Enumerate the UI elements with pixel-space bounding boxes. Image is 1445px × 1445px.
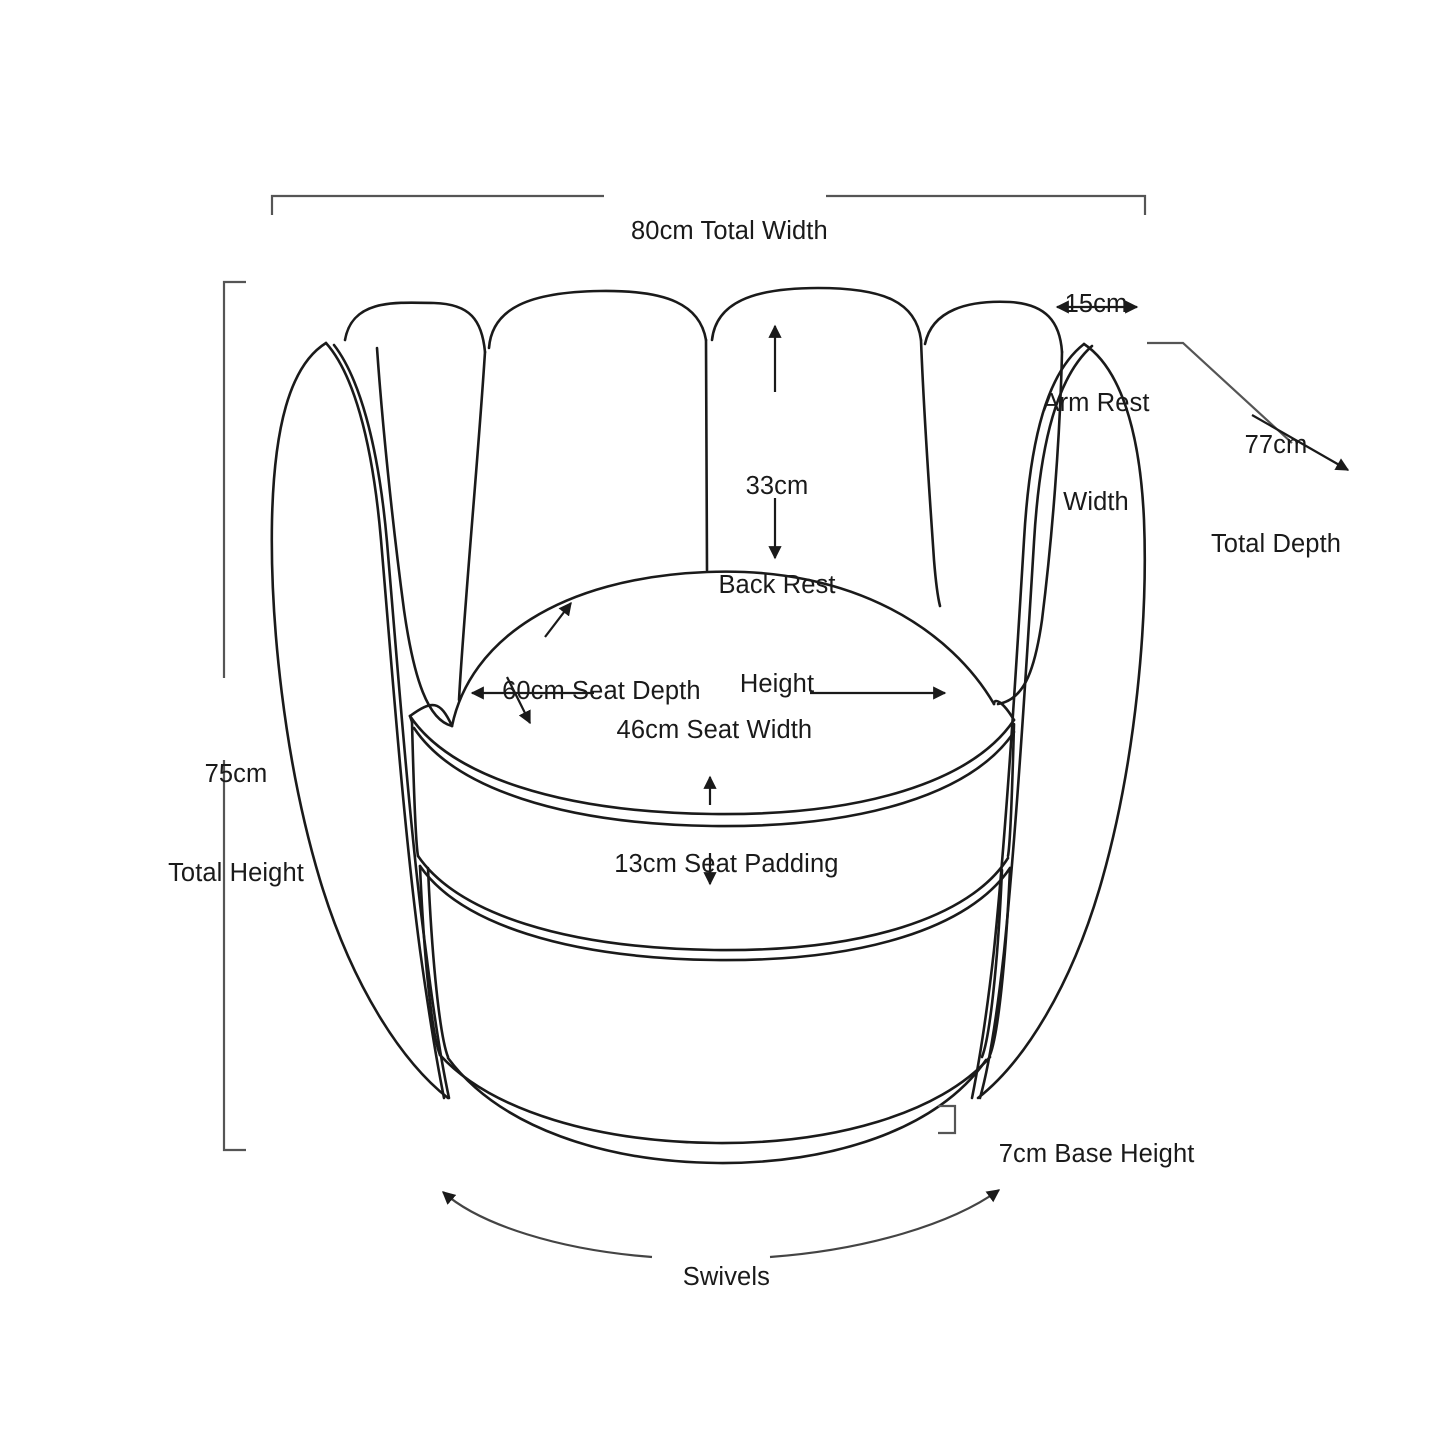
total-depth-leader (1147, 341, 1350, 471)
seat-padding-label: 13cm Seat Padding (614, 850, 839, 878)
seat-depth-arrows (506, 601, 572, 725)
back-rest-height-label: 33cm Back Rest Height (718, 472, 836, 698)
swivels-label: Swivels (682, 1263, 770, 1291)
base-height-bracket (938, 1104, 957, 1135)
total-depth-label: 77cm Total Depth (1210, 431, 1342, 558)
total-height-dimension-line (222, 280, 246, 1152)
swivels-arc-arrow (442, 1189, 1001, 1259)
total-width-dimension-line (270, 194, 1147, 215)
seat-width-label: 46cm Seat Width (616, 716, 813, 744)
base-height-label: 7cm Base Height (998, 1140, 1195, 1168)
seat-depth-label: 60cm Seat Depth (502, 677, 701, 705)
total-width-label: 80cm Total Width (631, 217, 828, 245)
chair-outline (270, 286, 1147, 1165)
total-height-label: 75cm Total Height (168, 760, 304, 887)
arm-rest-width-label: 15cm Arm Rest Width (1042, 290, 1150, 516)
